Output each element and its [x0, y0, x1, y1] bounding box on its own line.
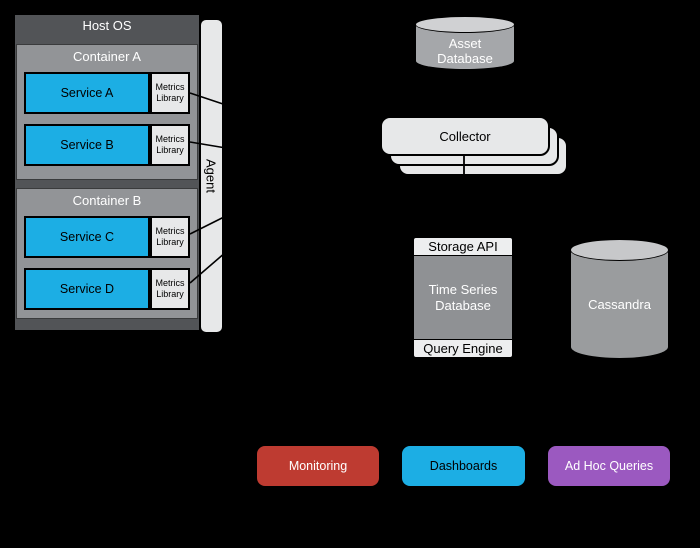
service-b-box: Service B — [24, 124, 150, 166]
service-a-box: Service A — [24, 72, 150, 114]
service-d-box: Service D — [24, 268, 150, 310]
service-c-box: Service C — [24, 216, 150, 258]
collector-box: Collector — [380, 116, 550, 156]
container-b-title: Container B — [72, 192, 142, 208]
asset-database-cylinder-top — [415, 16, 515, 33]
agent-label: Agent — [204, 159, 219, 193]
container-a-title: Container A — [73, 48, 141, 64]
host-os-title: Host OS — [82, 17, 132, 33]
storage-api-band: Storage API — [413, 237, 513, 256]
service-b-metrics-library: Metrics Library — [150, 124, 190, 166]
service-a-metrics-library: Metrics Library — [150, 72, 190, 114]
dashboards-button: Dashboards — [402, 446, 525, 486]
cassandra-cylinder: Cassandra — [570, 239, 669, 359]
monitoring-button: Monitoring — [257, 446, 379, 486]
cassandra-cylinder-body — [570, 250, 669, 359]
ad-hoc-queries-button: Ad Hoc Queries — [548, 446, 670, 486]
cassandra-cylinder-top — [570, 239, 669, 261]
query-engine-band: Query Engine — [413, 339, 513, 358]
service-c-metrics-library: Metrics Library — [150, 216, 190, 258]
service-d-metrics-library: Metrics Library — [150, 268, 190, 310]
cassandra-label: Cassandra — [588, 297, 651, 312]
